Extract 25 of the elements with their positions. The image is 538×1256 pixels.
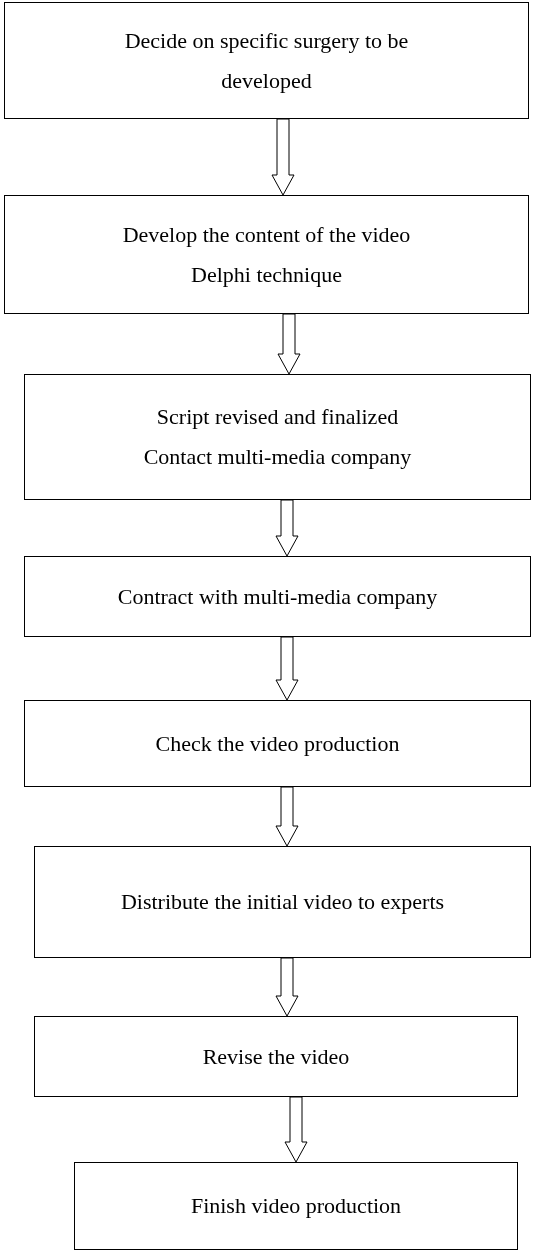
hollow-arrow bbox=[271, 118, 295, 196]
step-text: Contact multi-media company bbox=[143, 443, 412, 471]
step-text: Check the video production bbox=[155, 729, 400, 758]
hollow-arrow bbox=[284, 1096, 308, 1163]
process-box bbox=[34, 1016, 518, 1097]
hollow-arrow bbox=[275, 957, 299, 1017]
step-text: Delphi technique bbox=[191, 260, 342, 289]
process-box bbox=[4, 195, 529, 314]
hollow-arrow bbox=[275, 786, 299, 847]
hollow-arrow bbox=[275, 499, 299, 557]
step-text: Script revised and finalized bbox=[156, 403, 399, 431]
process-box bbox=[74, 1162, 518, 1250]
step-text: Contract with multi-media company bbox=[117, 582, 438, 611]
process-box bbox=[24, 700, 531, 787]
step-text: Distribute the initial video to experts bbox=[120, 888, 445, 916]
process-box bbox=[24, 556, 531, 637]
step-text: Finish video production bbox=[190, 1192, 402, 1220]
step-text: Decide on specific surgery to be developed bbox=[123, 26, 410, 95]
hollow-arrow bbox=[275, 636, 299, 701]
process-box bbox=[34, 846, 531, 958]
step-text: Develop the content of the video bbox=[122, 220, 411, 249]
hollow-arrow bbox=[277, 313, 301, 375]
process-box bbox=[24, 374, 531, 500]
step-text: Revise the video bbox=[202, 1042, 350, 1071]
process-box bbox=[4, 2, 529, 119]
